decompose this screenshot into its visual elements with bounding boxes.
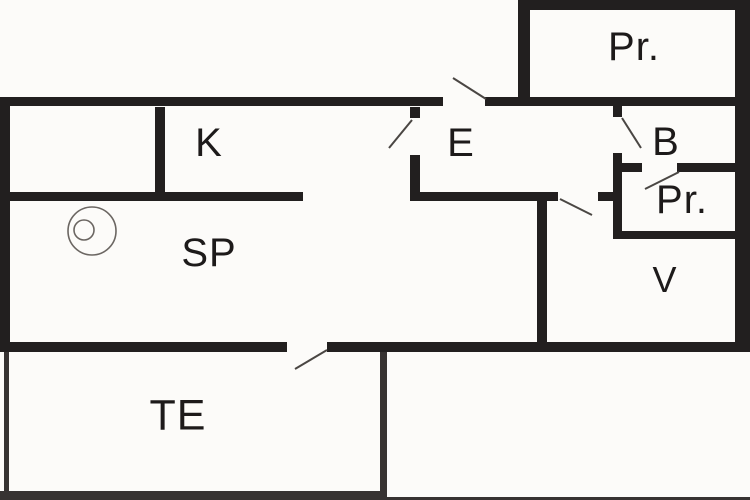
wall-left	[0, 97, 10, 352]
wall-annex-left	[518, 0, 530, 106]
stove-symbol-inner	[73, 219, 95, 241]
wall-e-south	[410, 192, 558, 201]
door-swing-e-left	[388, 119, 413, 149]
room-label-pr-lower: Pr.	[656, 178, 708, 222]
wall-terrace-bottom	[0, 491, 387, 497]
wall-e-south-stub	[598, 192, 622, 201]
room-label-sp: SP	[181, 231, 237, 275]
wall-sp-north	[0, 192, 303, 201]
room-label-k: K	[195, 121, 223, 165]
wall-annex-top	[518, 0, 750, 10]
wall-pr-south	[613, 231, 750, 239]
wall-terrace-left	[4, 352, 9, 497]
wall-top-main-left	[0, 97, 443, 106]
image-bottom-edge	[0, 497, 750, 500]
door-swing-terrace	[294, 349, 328, 370]
wall-top-main-right	[485, 97, 750, 106]
wall-e-left-stub	[410, 107, 420, 118]
wall-terrace-right	[380, 352, 387, 497]
wall-b-pr-divider-right	[677, 163, 735, 172]
room-label-b: B	[652, 120, 680, 164]
wall-b-left-stub	[613, 103, 622, 117]
wall-b-left-lower	[613, 153, 622, 238]
wall-sp-v-divider	[537, 192, 547, 352]
stove-symbol-outer	[67, 206, 117, 256]
room-label-v: V	[652, 259, 678, 300]
wall-k-divider	[155, 107, 165, 192]
wall-right	[735, 0, 750, 352]
door-swing-e-south	[559, 198, 593, 216]
room-label-pr-top: Pr.	[608, 25, 660, 69]
room-label-te: TE	[149, 391, 207, 440]
wall-bottom-left	[0, 342, 287, 352]
wall-b-pr-divider-left	[622, 163, 642, 172]
door-swing-b	[621, 117, 642, 149]
room-label-e: E	[447, 121, 475, 165]
door-swing-entrance-top	[452, 77, 487, 100]
wall-e-left-lower	[410, 155, 420, 201]
